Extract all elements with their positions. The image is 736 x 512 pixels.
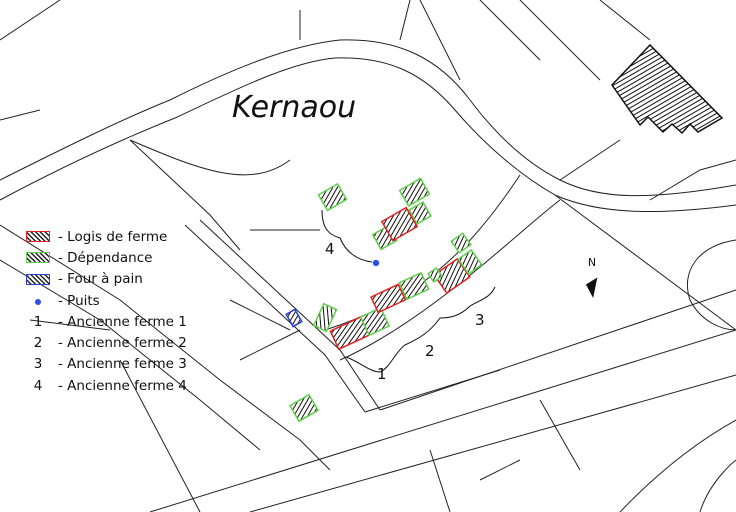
legend-symbol: 4 [33, 377, 43, 394]
legend-label: - Ancienne ferme 3 [58, 356, 187, 373]
dependance-building [450, 232, 472, 254]
legend-item-four: - Four à pain [26, 269, 187, 290]
farm-label-4: 4 [325, 240, 335, 258]
legend-item-puits: - Puits [26, 290, 187, 311]
farm-label-2: 2 [425, 342, 435, 360]
legend-item-ferme-2: 2 - Ancienne ferme 2 [26, 332, 187, 353]
legend-label: - Dépendance [58, 249, 153, 266]
buildings [285, 177, 483, 423]
dependance-building [359, 306, 391, 337]
dependance-building [408, 201, 432, 225]
farm-label-3: 3 [475, 311, 485, 329]
large-building [611, 43, 724, 135]
dependance-swatch-icon [26, 252, 50, 264]
dependance-building [312, 302, 338, 333]
four-a-pain-building [285, 308, 303, 328]
legend-symbol: 3 [33, 356, 43, 373]
legend-symbol: 2 [33, 335, 43, 352]
legend-label: - Ancienne ferme 4 [58, 377, 187, 394]
legend-label: - Puits [58, 292, 100, 309]
logis-building [433, 257, 471, 295]
dependance-building [398, 271, 430, 301]
legend-item-ferme-3: 3 - Ancienne ferme 3 [26, 354, 187, 375]
farm-label-1: 1 [377, 365, 387, 383]
legend-label: - Logis de ferme [58, 228, 168, 245]
north-arrow-icon [585, 277, 598, 298]
dependance-building [317, 182, 348, 212]
legend-item-ferme-1: 1 - Ancienne ferme 1 [26, 311, 187, 332]
legend-label: - Ancienne ferme 2 [58, 335, 187, 352]
dependance-building [288, 393, 320, 423]
legend-item-dependance: - Dépendance [26, 247, 187, 268]
puits-well-marker [372, 259, 380, 267]
logis-building [370, 283, 407, 314]
legend-symbol: 1 [33, 313, 43, 330]
legend-label: - Four à pain [58, 271, 143, 288]
dependance-building [398, 177, 431, 207]
legend-item-ferme-4: 4 - Ancienne ferme 4 [26, 375, 187, 396]
legend-item-logis: - Logis de ferme [26, 226, 187, 247]
place-name: Kernaou [232, 90, 357, 125]
dependance-building [457, 248, 483, 276]
logis-swatch-icon [26, 231, 50, 243]
map-legend: - Logis de ferme - Dépendance - Four à p… [26, 226, 187, 396]
puits-dot-icon [26, 293, 50, 309]
four-swatch-icon [26, 273, 50, 285]
dependance-building [426, 266, 444, 284]
logis-building [380, 206, 419, 242]
legend-label: - Ancienne ferme 1 [58, 313, 187, 330]
north-label: N [587, 256, 597, 269]
